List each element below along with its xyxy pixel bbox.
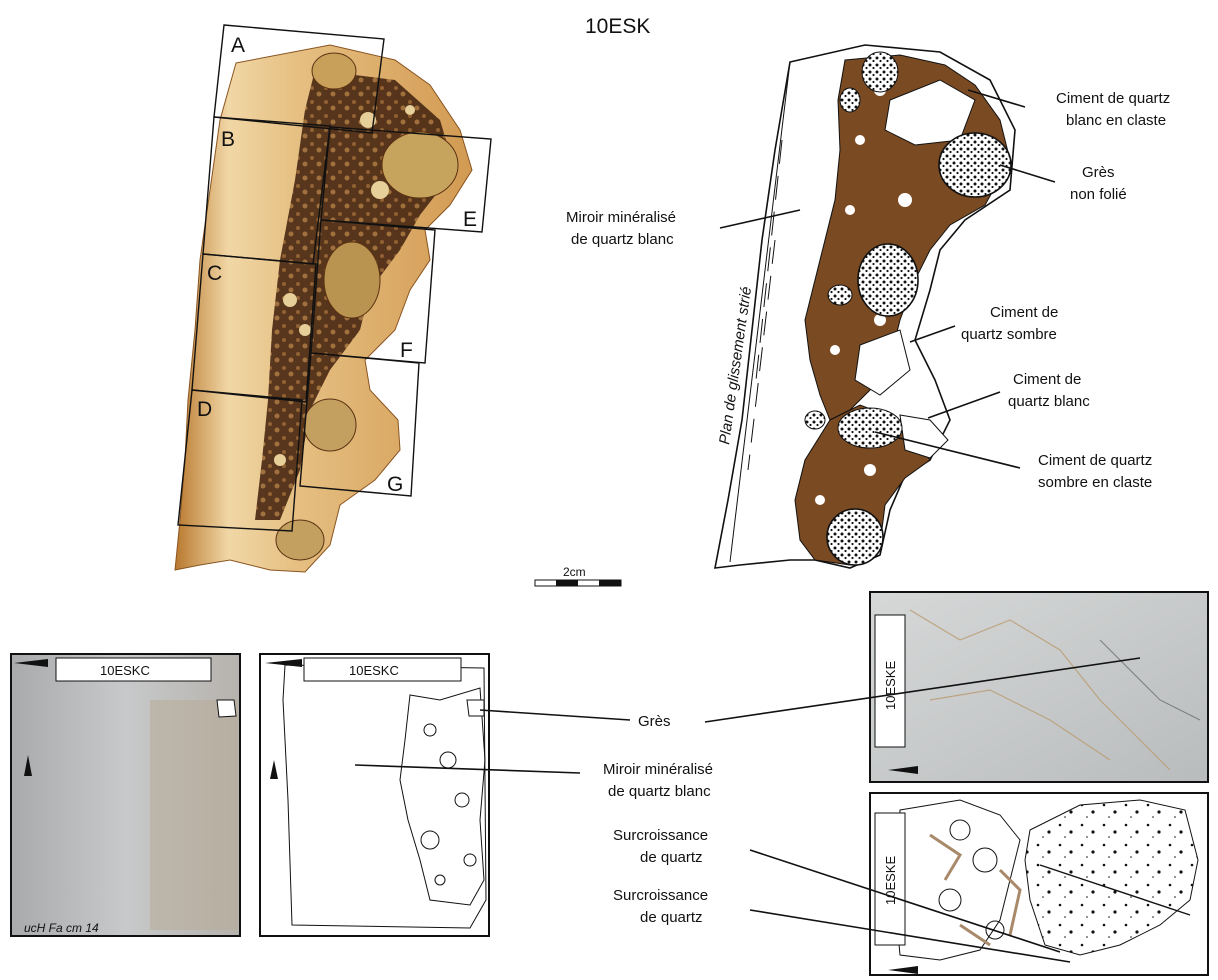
box-c-frame <box>191 253 317 403</box>
thin-section-c-sketch <box>259 653 490 937</box>
box-label-c: C <box>207 262 222 285</box>
thin-section-e-sketch <box>869 792 1209 976</box>
thin-section-c-sketch-tag: 10ESKC <box>349 663 399 678</box>
label-gres-non-folie-line1: Grès <box>1082 164 1115 181</box>
figure-title: 10ESK <box>585 15 650 38</box>
interpretive-sketch <box>714 44 1016 569</box>
label-ciment-sombre-line1: Ciment de <box>990 304 1058 321</box>
thin-section-c-photo-tag: 10ESKC <box>100 663 150 678</box>
sample-box-frames <box>177 24 492 532</box>
label-ciment-sombre-claste-line1: Ciment de quartz <box>1038 452 1152 469</box>
rock-sample-photo <box>174 44 473 573</box>
bottom-label-surcroissance1-line2: de quartz <box>640 849 703 866</box>
label-gres-non-folie-line2: non folié <box>1070 186 1127 203</box>
thin-section-c-sketch-tag-box <box>303 657 462 682</box>
bottom-label-surcroissance2-line2: de quartz <box>640 909 703 926</box>
box-a-frame <box>213 24 385 134</box>
box-label-e: E <box>463 208 477 231</box>
label-miroir-line1: Miroir minéralisé <box>566 209 676 226</box>
label-ciment-blanc-line2: quartz blanc <box>1008 393 1090 410</box>
box-label-d: D <box>197 398 212 421</box>
box-label-g: G <box>387 473 403 496</box>
label-ciment-sombre-line2: quartz sombre <box>961 326 1057 343</box>
thin-section-c-photo: ucH Fa cm 14 <box>10 653 241 937</box>
bottom-label-miroir-line1: Miroir minéralisé <box>603 761 713 778</box>
scale-bar-label: 2cm <box>563 565 586 579</box>
box-e-frame <box>320 126 492 233</box>
scale-bar <box>534 579 622 587</box>
box-d-frame <box>177 389 303 532</box>
thin-section-c-handwriting: ucH Fa cm 14 <box>24 921 99 935</box>
label-ciment-blanc-claste-line1: Ciment de quartz <box>1056 90 1170 107</box>
box-label-a: A <box>231 34 245 57</box>
thin-section-e-photo-tag: 10ESKE <box>883 661 898 710</box>
box-f-frame <box>310 219 436 364</box>
label-ciment-blanc-claste-line2: blanc en claste <box>1066 112 1166 129</box>
bottom-label-miroir-line2: de quartz blanc <box>608 783 711 800</box>
bottom-label-surcroissance2-line1: Surcroissance <box>613 887 708 904</box>
box-label-b: B <box>221 128 235 151</box>
box-label-f: F <box>400 339 413 362</box>
bottom-label-gres: Grès <box>638 713 671 730</box>
bottom-label-surcroissance1-line1: Surcroissance <box>613 827 708 844</box>
label-ciment-sombre-claste-line2: sombre en claste <box>1038 474 1152 491</box>
label-ciment-blanc-line1: Ciment de <box>1013 371 1081 388</box>
box-g-frame <box>299 352 420 497</box>
thin-section-e-photo <box>869 591 1209 783</box>
thin-section-c-photo-tag-box <box>55 657 212 682</box>
thin-section-e-sketch-tag: 10ESKE <box>883 856 898 905</box>
label-miroir-line2: de quartz blanc <box>571 231 674 248</box>
